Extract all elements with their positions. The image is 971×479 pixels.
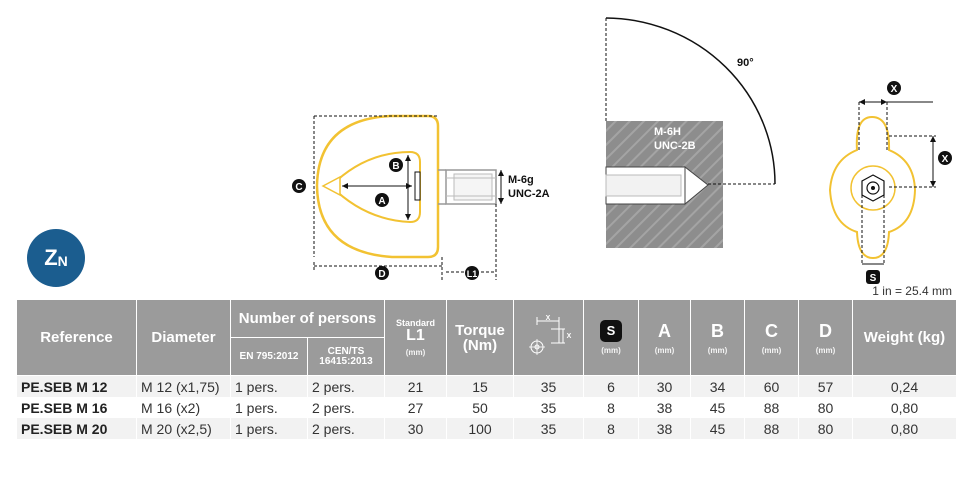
cell-reference: PE.SEB M 16	[16, 397, 137, 418]
cell-d: 80	[798, 397, 853, 418]
cell-c: 88	[744, 397, 799, 418]
female-thread-label-2: UNC-2B	[654, 140, 696, 152]
cell-diameter: M 20 (x2,5)	[136, 418, 231, 439]
cell-s: 8	[583, 397, 639, 418]
col-c: C(mm)	[744, 299, 799, 376]
cell-x: 35	[513, 418, 584, 439]
cell-a: 30	[638, 375, 691, 397]
label-l1: L1	[467, 269, 478, 279]
col-x: X X	[513, 299, 584, 376]
s-icon: S	[600, 320, 622, 342]
label-a: A	[378, 196, 385, 207]
label-s: S	[870, 273, 877, 284]
cell-s: 6	[583, 375, 639, 397]
table-row: PE.SEB M 20 M 20 (x2,5) 1 pers. 2 pers. …	[16, 418, 957, 439]
cell-weight: 0,24	[852, 375, 957, 397]
cell-c: 60	[744, 375, 799, 397]
label-b: B	[392, 161, 399, 172]
cell-a: 38	[638, 418, 691, 439]
col-reference: Reference	[16, 299, 137, 376]
cell-x: 35	[513, 375, 584, 397]
technical-drawing: C A B D L1 M-6g UNC-2A 90° M-6H UNC-2B	[292, 17, 952, 284]
cell-cen: 2 pers.	[307, 418, 385, 439]
cell-diameter: M 12 (x1,75)	[136, 375, 231, 397]
zinc-badge-z: Z	[44, 245, 58, 270]
col-weight: Weight (kg)	[852, 299, 957, 376]
col-number-of-persons: Number of persons	[230, 299, 385, 338]
specification-table: Reference Diameter Number of persons Sta…	[16, 299, 957, 439]
cell-cen: 2 pers.	[307, 397, 385, 418]
cell-d: 80	[798, 418, 853, 439]
svg-text:X: X	[545, 315, 550, 322]
col-d: D(mm)	[798, 299, 853, 376]
col-b: B(mm)	[690, 299, 745, 376]
cell-torque: 15	[446, 375, 514, 397]
cell-en: 1 pers.	[230, 397, 308, 418]
unit-conversion-note: 1 in = 25.4 mm	[872, 284, 952, 298]
cell-x: 35	[513, 397, 584, 418]
cell-weight: 0,80	[852, 397, 957, 418]
table-row: PE.SEB M 16 M 16 (x2) 1 pers. 2 pers. 27…	[16, 397, 957, 418]
anchor-front-view: X X S	[828, 81, 952, 284]
male-thread-label-1: M-6g	[508, 174, 534, 186]
col-a: A(mm)	[638, 299, 691, 376]
col-s: S (mm)	[583, 299, 639, 376]
installation-section-view: 90° M-6H UNC-2B	[605, 17, 776, 248]
cell-l1: 27	[384, 397, 447, 418]
cell-en: 1 pers.	[230, 375, 308, 397]
anchor-side-view: C A B D L1 M-6g UNC-2A	[292, 114, 550, 280]
cell-cen: 2 pers.	[307, 375, 385, 397]
table-row: PE.SEB M 12 M 12 (x1,75) 1 pers. 2 pers.…	[16, 375, 957, 397]
male-thread-label-2: UNC-2A	[508, 188, 550, 200]
female-thread-label-1: M-6H	[654, 126, 681, 138]
cell-reference: PE.SEB M 20	[16, 418, 137, 439]
cell-a: 38	[638, 397, 691, 418]
label-x-right: X	[942, 154, 949, 165]
col-diameter: Diameter	[136, 299, 231, 376]
cell-d: 57	[798, 375, 853, 397]
cell-c: 88	[744, 418, 799, 439]
cell-weight: 0,80	[852, 418, 957, 439]
label-c: C	[295, 182, 302, 193]
cell-torque: 100	[446, 418, 514, 439]
col-torque: Torque (Nm)	[446, 299, 514, 376]
label-x-top: X	[891, 84, 898, 95]
cell-diameter: M 16 (x2)	[136, 397, 231, 418]
col-cen: CEN/TS 16415:2013	[307, 337, 385, 376]
cell-reference: PE.SEB M 12	[16, 375, 137, 397]
cell-s: 8	[583, 418, 639, 439]
col-en: EN 795:2012	[230, 337, 308, 376]
cell-b: 45	[690, 418, 745, 439]
cell-b: 34	[690, 375, 745, 397]
angle-label: 90°	[737, 57, 754, 69]
x-clearance-icon: X X	[528, 315, 571, 355]
cell-torque: 50	[446, 397, 514, 418]
cell-en: 1 pers.	[230, 418, 308, 439]
cell-b: 45	[690, 397, 745, 418]
cell-l1: 21	[384, 375, 447, 397]
cell-l1: 30	[384, 418, 447, 439]
col-l1: Standard L1 (mm)	[384, 299, 447, 376]
label-d: D	[378, 269, 385, 280]
svg-text:X: X	[566, 333, 571, 340]
zinc-badge-n: N	[57, 253, 68, 269]
